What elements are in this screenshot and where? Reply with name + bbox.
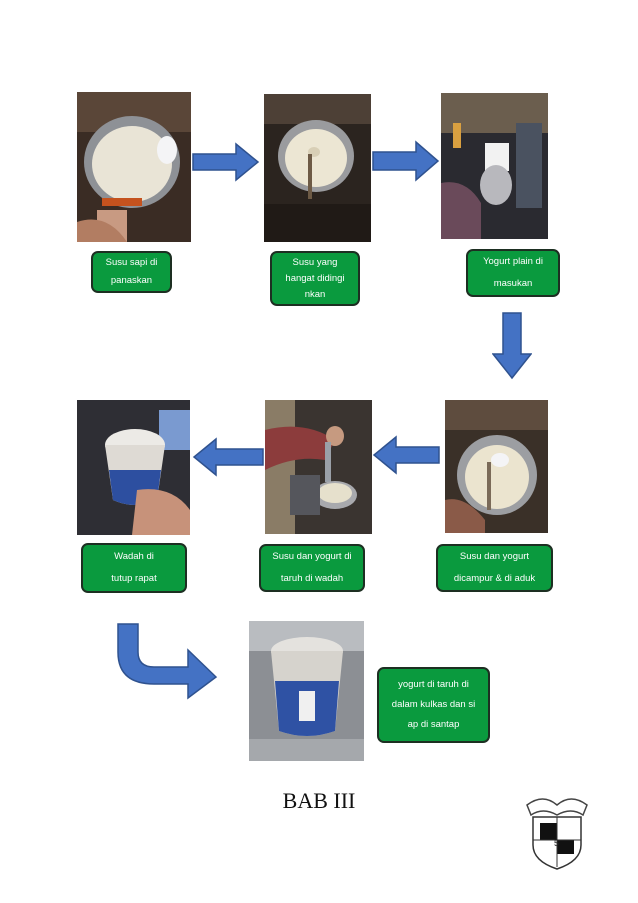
step-3-label: Yogurt plain di masukan xyxy=(466,249,560,297)
bent-arrow-icon xyxy=(114,622,220,700)
stirring-photo xyxy=(445,400,548,533)
page-number: 5 xyxy=(554,838,560,848)
step-1-label: Susu sapi di panaskan xyxy=(91,251,172,293)
right-arrow-icon xyxy=(372,140,440,182)
left-arrow-icon xyxy=(372,435,440,475)
right-arrow-icon xyxy=(192,142,260,182)
step-2-label: Susu yang hangat didingi nkan xyxy=(270,251,360,306)
refrigerated-yogurt-photo xyxy=(249,621,364,761)
step-5-label: Susu dan yogurt di taruh di wadah xyxy=(259,544,365,592)
chapter-heading: BAB III xyxy=(282,788,356,813)
adding-yogurt-photo xyxy=(441,93,548,239)
step-7-label: yogurt di taruh di dalam kulkas dan si a… xyxy=(377,667,490,743)
university-seal-icon xyxy=(523,793,591,871)
heating-milk-photo xyxy=(77,92,191,242)
down-arrow-icon xyxy=(491,312,533,380)
cooling-milk-photo xyxy=(264,94,371,242)
step-6-label: Wadah di tutup rapat xyxy=(81,543,187,593)
step-4-label: Susu dan yogurt dicampur & di aduk xyxy=(436,544,553,592)
left-arrow-icon xyxy=(192,437,264,477)
container-photo xyxy=(77,400,190,535)
pouring-photo xyxy=(265,400,372,534)
